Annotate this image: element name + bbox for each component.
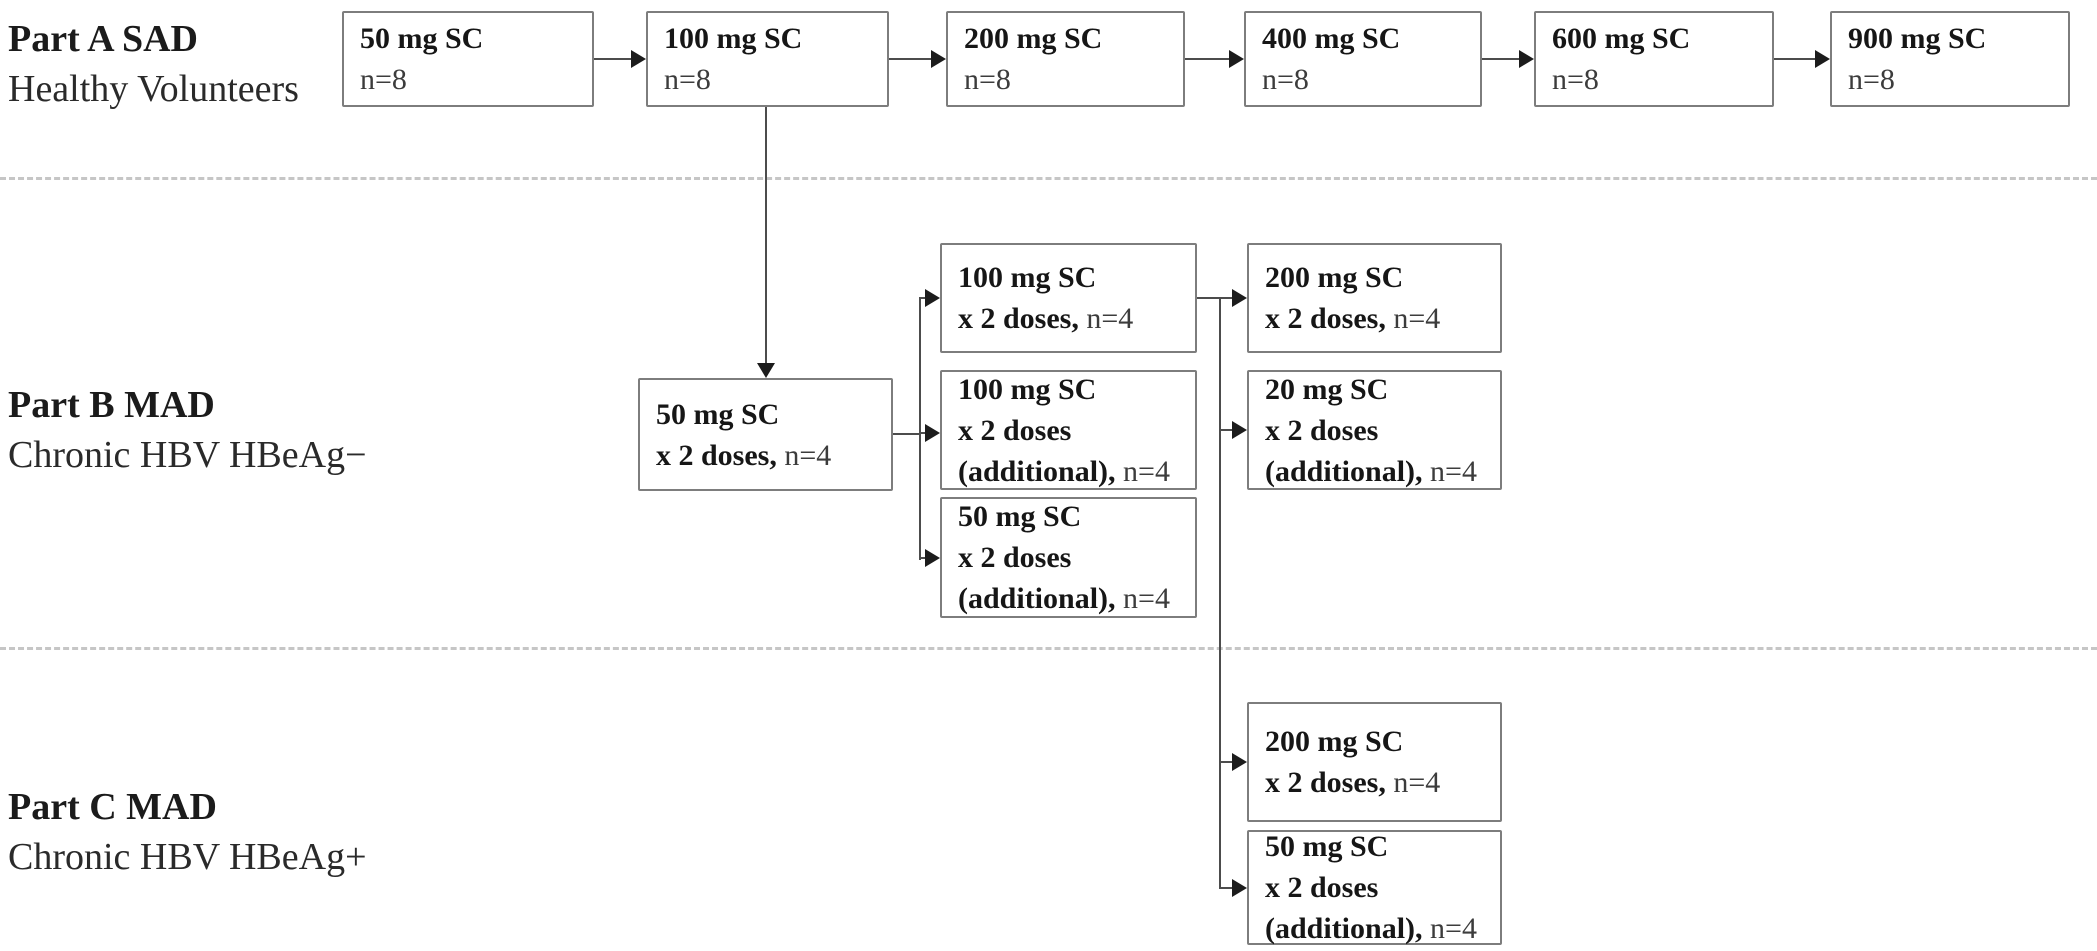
n-text: n=8 — [1552, 63, 1599, 96]
box-part-c-200mg-x2: 200 mg SC x 2 doses, n=4 — [1247, 702, 1502, 822]
regimen-text: x 2 doses — [958, 541, 1072, 574]
connector-a5-a6 — [1774, 58, 1817, 60]
connector-a1-a2 — [594, 58, 633, 60]
regimen-text: x 2 doses, — [958, 302, 1087, 335]
box-part-a-600mg: 600 mg SC n=8 — [1534, 11, 1774, 107]
dose-text: 100 mg SC — [958, 261, 1097, 294]
arrowhead-t2-200mg-x2 — [1232, 289, 1247, 307]
regimen-text: x 2 doses, — [1265, 302, 1394, 335]
divider-part-a-b — [0, 177, 2097, 180]
arrowhead-t1-100mg-x2 — [925, 289, 940, 307]
box-part-b-20mg-additional: 20 mg SC x 2 doses (additional), n=4 — [1247, 370, 1502, 490]
regimen-text: x 2 doses — [958, 413, 1072, 447]
box-part-b-200mg-x2: 200 mg SC x 2 doses, n=4 — [1247, 243, 1502, 353]
connector-a100-to-b-start — [765, 107, 767, 365]
connector-t1-b2 — [919, 432, 928, 434]
box-part-b-start-50mg: 50 mg SC x 2 doses, n=4 — [638, 378, 893, 491]
box-part-c-50mg-additional: 50 mg SC x 2 doses (additional), n=4 — [1247, 830, 1502, 945]
dose-text: 200 mg SC — [1265, 725, 1404, 758]
additional-text: (additional), — [1265, 454, 1431, 488]
connector-a2-a3 — [889, 58, 933, 60]
arrowhead-a3-a4 — [1229, 50, 1244, 68]
dose-text: 100 mg SC — [664, 22, 803, 55]
dose-text: 50 mg SC — [656, 397, 780, 431]
part-c-label: Part C MAD Chronic HBV HBeAg+ — [8, 782, 367, 882]
n-text: n=4 — [784, 438, 832, 472]
box-part-a-200mg: 200 mg SC n=8 — [946, 11, 1185, 107]
dose-text: 900 mg SC — [1848, 22, 1987, 55]
part-a-label: Part A SAD Healthy Volunteers — [8, 14, 299, 114]
arrowhead-t2-c-200mg-x2 — [1232, 753, 1247, 771]
connector-b1-out — [1197, 297, 1221, 299]
n-text: n=8 — [1262, 63, 1309, 96]
box-part-b-50mg-additional: 50 mg SC x 2 doses (additional), n=4 — [940, 497, 1197, 618]
n-text: n=8 — [360, 63, 407, 96]
regimen-text: x 2 doses, — [656, 438, 785, 472]
dose-text: 100 mg SC — [958, 372, 1097, 406]
part-b-subtitle: Chronic HBV HBeAg− — [8, 434, 367, 476]
regimen-text: x 2 doses — [1265, 413, 1379, 447]
n-text: n=4 — [1086, 302, 1134, 335]
n-text: n=4 — [1430, 454, 1477, 488]
divider-part-b-c — [0, 647, 2097, 650]
n-text: n=8 — [1848, 63, 1895, 96]
additional-text: (additional), — [958, 454, 1124, 488]
n-text: n=8 — [664, 63, 711, 96]
dose-text: 200 mg SC — [1265, 261, 1404, 294]
connector-t1-b3 — [919, 557, 928, 559]
regimen-text: x 2 doses, — [1265, 766, 1394, 799]
part-a-subtitle: Healthy Volunteers — [8, 68, 299, 110]
part-b-title: Part B MAD — [8, 384, 215, 426]
trunk-b-column2 — [1219, 297, 1221, 889]
dose-text: 50 mg SC — [958, 500, 1082, 533]
n-text: n=4 — [1393, 302, 1441, 335]
connector-a3-a4 — [1185, 58, 1231, 60]
additional-text: (additional), — [958, 582, 1124, 615]
arrowhead-t1-100mg-additional — [925, 424, 940, 442]
trunk-b-column1 — [919, 297, 921, 560]
part-c-subtitle: Chronic HBV HBeAg+ — [8, 836, 367, 878]
dose-text: 50 mg SC — [1265, 830, 1389, 863]
box-part-a-400mg: 400 mg SC n=8 — [1244, 11, 1482, 107]
connector-t2-200mg — [1219, 297, 1234, 299]
connector-t2-20mg — [1219, 429, 1234, 431]
n-text: n=4 — [1123, 454, 1170, 488]
box-part-a-100mg: 100 mg SC n=8 — [646, 11, 889, 107]
box-part-a-900mg: 900 mg SC n=8 — [1830, 11, 2070, 107]
dose-text: 600 mg SC — [1552, 22, 1691, 55]
box-part-b-100mg-x2: 100 mg SC x 2 doses, n=4 — [940, 243, 1197, 353]
arrowhead-a2-a3 — [931, 50, 946, 68]
part-b-label: Part B MAD Chronic HBV HBeAg− — [8, 380, 367, 480]
n-text: n=4 — [1430, 912, 1477, 945]
arrowhead-a1-a2 — [631, 50, 646, 68]
connector-bstart-out — [893, 433, 921, 435]
part-c-title: Part C MAD — [8, 786, 217, 828]
box-part-b-100mg-additional: 100 mg SC x 2 doses (additional), n=4 — [940, 370, 1197, 490]
connector-t2-c-200mg — [1219, 761, 1234, 763]
n-text: n=4 — [1123, 582, 1170, 615]
dose-text: 50 mg SC — [360, 22, 484, 55]
arrowhead-a100-to-b-start — [757, 363, 775, 378]
connector-a4-a5 — [1482, 58, 1521, 60]
regimen-text: x 2 doses — [1265, 871, 1379, 904]
dose-text: 400 mg SC — [1262, 22, 1401, 55]
box-part-a-50mg: 50 mg SC n=8 — [342, 11, 594, 107]
arrowhead-a5-a6 — [1815, 50, 1830, 68]
n-text: n=4 — [1393, 766, 1441, 799]
arrowhead-a4-a5 — [1519, 50, 1534, 68]
arrowhead-t2-c-50mg-additional — [1232, 879, 1247, 897]
n-text: n=8 — [964, 63, 1011, 96]
dose-text: 20 mg SC — [1265, 372, 1389, 406]
connector-t2-c-50mg — [1219, 887, 1234, 889]
part-a-title: Part A SAD — [8, 18, 198, 60]
arrowhead-t2-20mg-additional — [1232, 421, 1247, 439]
connector-t1-b1 — [919, 297, 928, 299]
dose-text: 200 mg SC — [964, 22, 1103, 55]
additional-text: (additional), — [1265, 912, 1431, 945]
arrowhead-t1-50mg-additional — [925, 549, 940, 567]
